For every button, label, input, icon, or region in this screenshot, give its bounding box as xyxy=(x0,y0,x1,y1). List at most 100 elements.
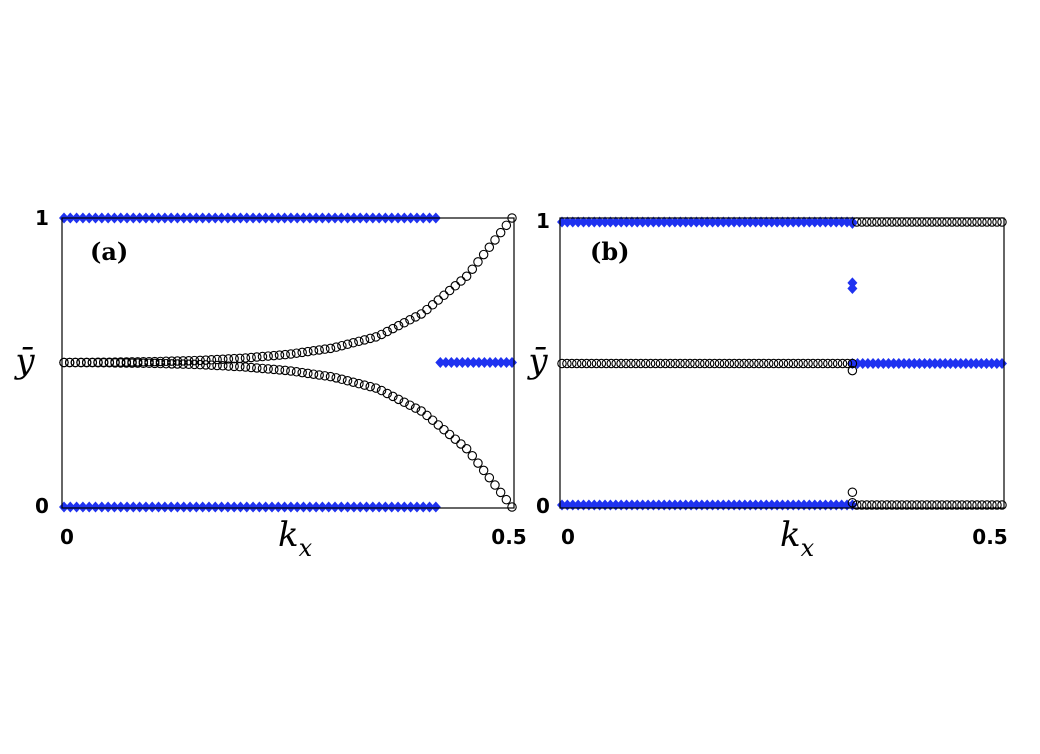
panel-a-circle-upper-point xyxy=(263,351,273,361)
panel-b-circle-point xyxy=(997,500,1007,510)
panel-b-diamond-point xyxy=(659,216,670,228)
panel-a-circle-upper-point xyxy=(257,351,268,362)
panel-b-diamond-point xyxy=(729,216,740,228)
panel-b-diamond-point xyxy=(723,216,734,228)
panel-b-circle-point xyxy=(665,358,676,369)
panel-a-circle-lower-point xyxy=(172,359,183,369)
panel-a-diamond-point xyxy=(292,501,303,513)
panel-b-diamond-point xyxy=(600,216,611,228)
panel-a-diamond-point xyxy=(323,501,334,513)
panel-a-circle-lower-point xyxy=(155,358,166,369)
panel-b-diamond-point xyxy=(782,216,793,228)
panel-b-diamond-point xyxy=(878,358,889,369)
panel-b-diamond-point xyxy=(919,358,930,369)
panel-b-circle-outlier-point xyxy=(847,497,858,508)
panel-a-circle-lower-point xyxy=(382,388,392,399)
panel-b-circle-point xyxy=(862,217,872,227)
panel-b-circle-point xyxy=(897,500,907,510)
panel-a-circle-lower-point xyxy=(393,394,404,405)
panel-b-circle-point xyxy=(922,500,932,510)
panel-b-circle-point xyxy=(655,358,666,369)
panel-b-circle-outlier-point xyxy=(847,365,858,376)
panel-a-circle-lower-point xyxy=(212,360,222,371)
panel-b: (b) 1 0 0 0.5 kx ȳ xyxy=(526,209,1007,562)
panel-b-diamond-point xyxy=(755,216,766,228)
panel-b-circle-point xyxy=(872,217,882,227)
panel-a-xtick-0: 0 xyxy=(60,525,74,549)
panel-a-ytick-0: 0 xyxy=(35,494,49,518)
panel-b-diamond-point xyxy=(847,358,858,369)
panel-b-diamond-point xyxy=(766,216,777,228)
panel-b-circle-point xyxy=(932,500,942,510)
panel-a-circle-lower-point xyxy=(371,383,381,393)
panel-b-diamond-point xyxy=(914,358,925,369)
panel-a-diamond-point xyxy=(77,501,88,513)
panel-b-circle-point xyxy=(967,500,977,510)
panel-a-circle-upper-point xyxy=(495,227,506,238)
panel-b-circle-point xyxy=(635,358,646,369)
panel-a: (a) 1 0 0 0.5 kx ȳ xyxy=(13,206,526,562)
panel-a-diamond-point xyxy=(473,357,484,368)
panel-b-circle-point xyxy=(902,217,912,227)
panel-a-circle-lower-point xyxy=(342,375,353,386)
panel-a-diamond-point xyxy=(65,501,76,513)
panel-b-diamond-point xyxy=(924,358,935,369)
panel-a-circle-lower-point xyxy=(223,361,234,371)
panel-a-circle-lower-point xyxy=(178,359,188,369)
panel-b-xtick-0: 0 xyxy=(561,525,575,549)
panel-a-circle-lower-point xyxy=(127,358,137,368)
panel-b-diamond-point xyxy=(793,216,804,228)
panel-b-circle-point xyxy=(887,500,897,510)
panel-a-circle-lower-point xyxy=(286,366,296,376)
panel-a-diamond-point xyxy=(311,501,322,513)
panel-b-circle-point xyxy=(724,358,735,369)
panel-b-diamond-point xyxy=(589,216,600,228)
panel-b-circle-point xyxy=(912,500,922,510)
panel-b-circle-outlier-point xyxy=(847,487,858,498)
panel-b-circle-point xyxy=(947,500,957,510)
panel-b-circle-point xyxy=(557,358,567,369)
panel-b-diamond-point xyxy=(809,216,820,228)
panel-a-circle-lower-point xyxy=(121,358,132,368)
panel-b-circle-point xyxy=(877,217,887,227)
panel-a-diamond-point xyxy=(273,501,284,513)
panel-a-diamond-point xyxy=(254,501,265,513)
panel-a-circle-upper-point xyxy=(399,317,409,328)
panel-a-circle-lower-point xyxy=(303,368,313,379)
panel-a-circle-lower-point xyxy=(444,429,455,440)
panel-b-diamond-point xyxy=(718,216,729,228)
panel-a-diamond-point xyxy=(435,357,446,368)
panel-b-ytick-0: 0 xyxy=(536,494,550,518)
panel-a-xlabel-sub: x xyxy=(299,534,313,562)
panel-a-circle-upper-point xyxy=(212,354,222,365)
panel-a-diamond-point xyxy=(285,501,296,513)
panel-b-circle-point xyxy=(581,358,592,369)
panel-b-diamond-point xyxy=(664,216,675,228)
panel-b-circle-point xyxy=(601,358,612,369)
panel-a-circle-lower-point xyxy=(98,358,109,368)
panel-b-diamond-point xyxy=(893,358,904,369)
panel-b-circle-point xyxy=(972,217,982,227)
panel-b-diamond-point xyxy=(594,216,605,228)
panel-b-circle-point xyxy=(957,217,967,227)
panel-a-xtick-1: 0.5 xyxy=(491,525,526,549)
panel-a-circle-lower-point xyxy=(59,357,69,368)
panel-b-circle-point xyxy=(907,217,917,227)
panel-a-diamond-point xyxy=(462,357,473,368)
panel-b-circle-point xyxy=(660,358,671,369)
panel-b-diamond-point xyxy=(578,216,589,228)
panel-b-circle-point xyxy=(759,358,769,369)
panel-a-circle-upper-point xyxy=(388,323,398,334)
panel-a-circle-upper-point xyxy=(280,349,290,360)
panel-a-circle-lower-point xyxy=(399,397,409,408)
panel-b-circle-point xyxy=(972,500,982,510)
panel-a-diamond-point xyxy=(166,501,177,513)
panel-b-frame xyxy=(559,217,1005,509)
panel-b-diamond-point xyxy=(935,358,946,369)
panel-b-diamond-point xyxy=(820,216,831,228)
panel-a-circle-lower-point xyxy=(206,360,217,370)
panel-a-diamond-point xyxy=(355,501,366,513)
panel-b-circle-point xyxy=(927,217,937,227)
panel-b-circle-point xyxy=(952,217,962,227)
